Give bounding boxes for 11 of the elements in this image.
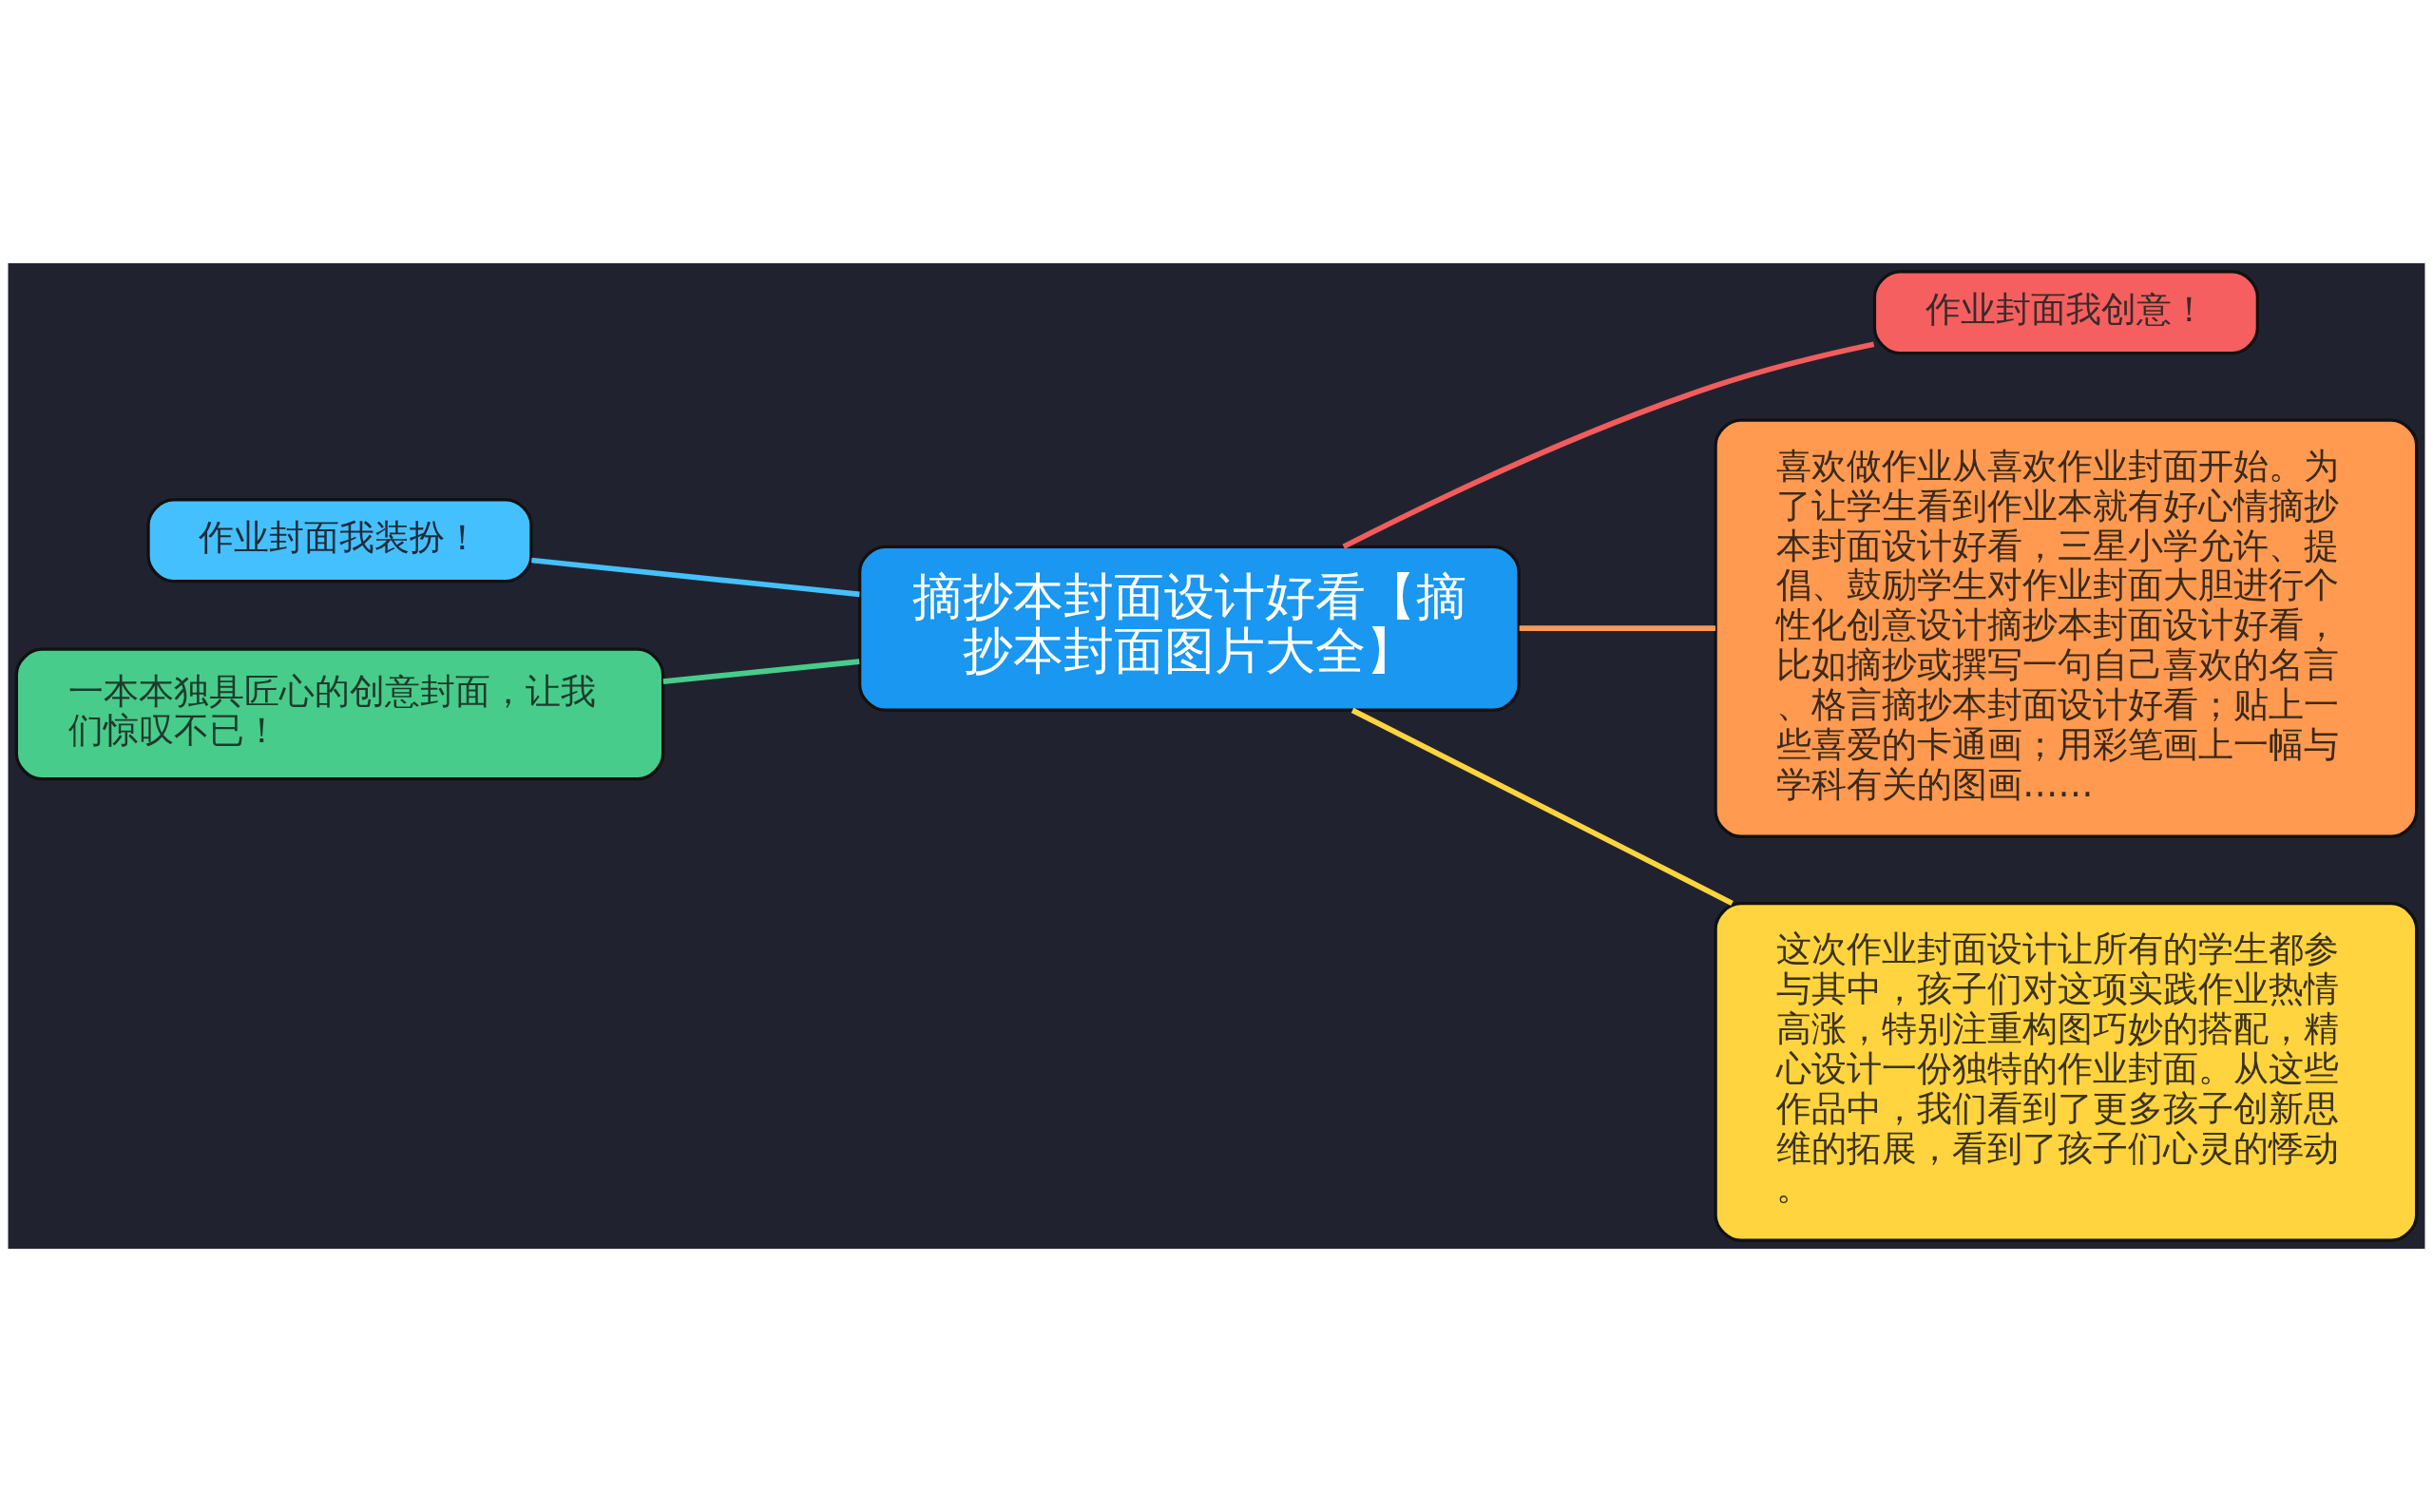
connector: [1342, 341, 1875, 549]
node-box: 摘抄本封面设计好看【摘抄本封面图片大全】: [857, 545, 1521, 712]
connector: [531, 557, 860, 598]
connector: [662, 659, 860, 684]
connector: [1519, 625, 1716, 632]
connector: [1351, 707, 1734, 906]
node-box: 一本本独具匠心的创意封面，让我们惊叹不已！: [14, 647, 665, 781]
node-box: 这次作业封面设计让所有的学生都参与其中，孩子们对这项实践作业热情高涨，特别注重构图巧妙的搭配，精心设计一份独特的作业封面。从这些作品中，我们看到了更多孩子创新思维的拓展，看到了孩子们心灵的悸动。: [1714, 902, 2419, 1242]
node-box: 作业封面我创意！: [1872, 270, 2259, 355]
node-box: 喜欢做作业从喜欢作业封面开始。为了让学生看到作业本就有好心情摘抄本封面设计好看，三星小学允许、提倡、鼓励学生对作业封面大胆进行个性化创意设计摘抄本封面设计好看，比如摘抄或撰写一句自己喜欢的名言、格言摘抄本封面设计好看；贴上一些喜爱的卡通画；用彩笔画上一幅与学科有关的图画……: [1714, 418, 2419, 838]
node-box: 作业封面我装扮！: [146, 498, 533, 584]
